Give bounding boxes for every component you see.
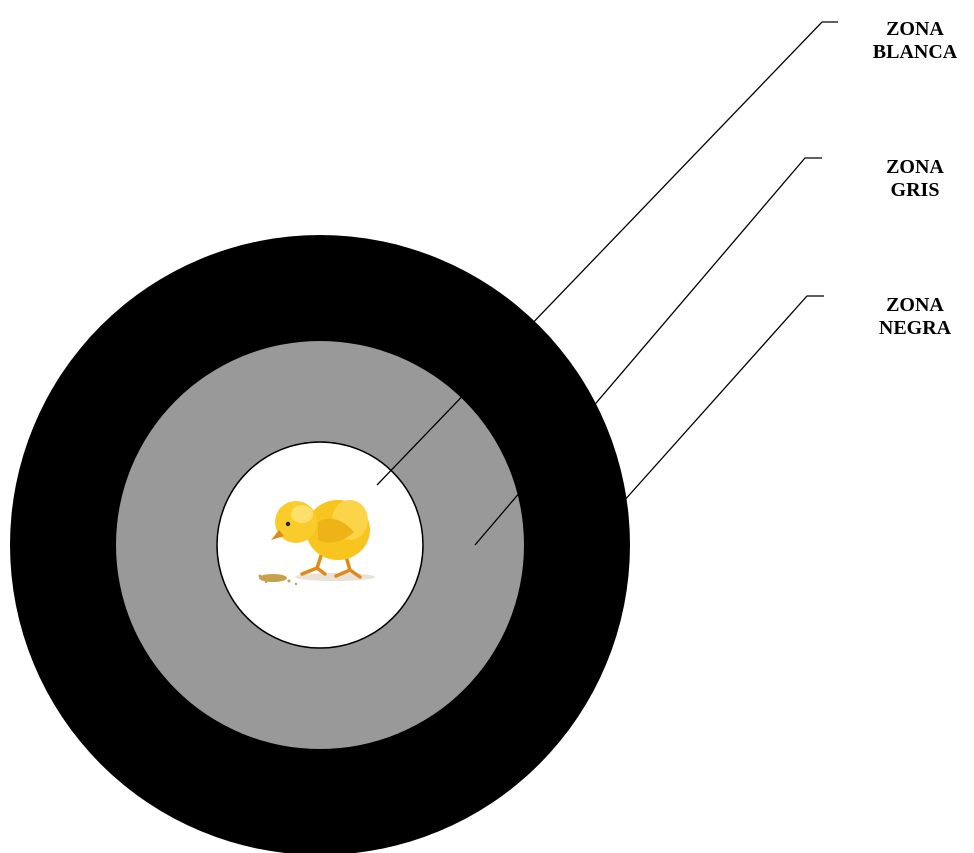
black-zone-label-line1: ZONA [886, 294, 944, 316]
feed-crumbs [258, 574, 298, 586]
black-zone-label: ZONA NEGRA [855, 294, 974, 340]
grey-zone-label-line1: ZONA [886, 156, 944, 178]
white-zone-label: ZONA BLANCA [855, 18, 974, 64]
black-zone-label-line2: NEGRA [878, 317, 952, 339]
black-zone-leader-line [597, 295, 824, 531]
white-zone-leader-line [376, 21, 838, 486]
grey-zone-leader-line [474, 157, 822, 546]
grey-zone-label: ZONA GRIS [855, 156, 974, 202]
chick-icon [258, 500, 375, 586]
white-zone-label-line1: ZONA [886, 18, 944, 40]
grey-zone-label-line2: GRIS [890, 179, 940, 201]
white-zone-label-line2: BLANCA [872, 41, 958, 63]
